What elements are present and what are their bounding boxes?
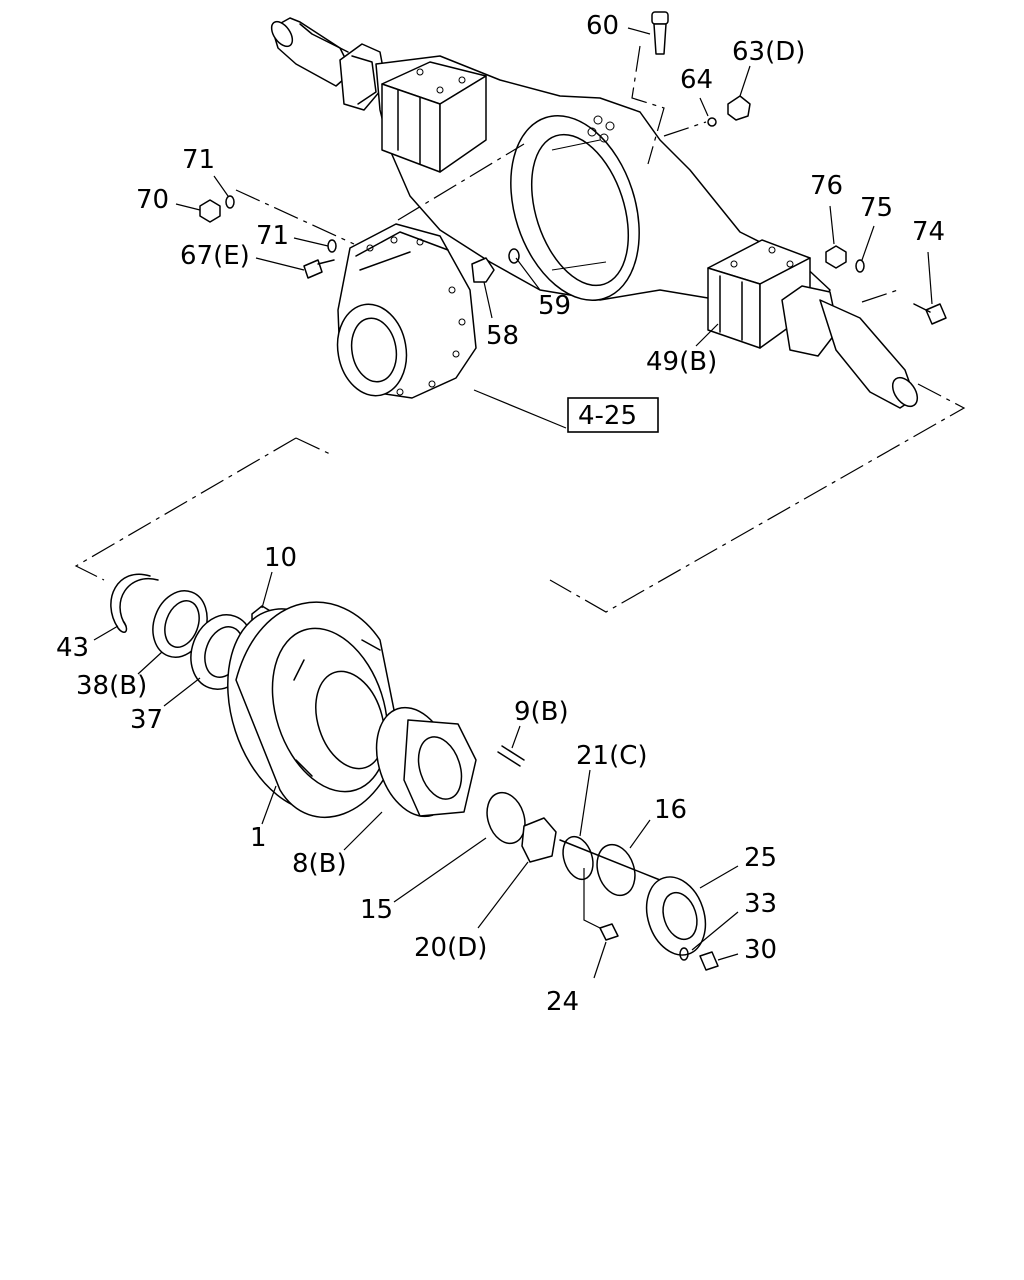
part-labels: 60 63(D) 64 71 70 71 67(E) 59 58 76 75 7… bbox=[56, 11, 945, 1017]
leader-lines bbox=[93, 27, 933, 979]
label-part-30: 30 bbox=[744, 935, 777, 965]
label-part-71-lower: 71 bbox=[256, 221, 289, 251]
label-part-8b: 8(B) bbox=[292, 849, 347, 879]
label-part-38b: 38(B) bbox=[76, 671, 147, 701]
label-part-58: 58 bbox=[486, 321, 519, 351]
label-part-15: 15 bbox=[360, 895, 393, 925]
axle-housing bbox=[270, 17, 919, 409]
differential-carrier bbox=[336, 223, 477, 399]
label-part-76: 76 bbox=[810, 171, 843, 201]
label-part-71-upper: 71 bbox=[182, 145, 215, 175]
label-part-9b: 9(B) bbox=[514, 697, 569, 727]
label-part-10: 10 bbox=[264, 543, 297, 573]
label-part-24: 24 bbox=[546, 987, 579, 1017]
label-part-21c: 21(C) bbox=[576, 741, 648, 771]
label-part-49b: 49(B) bbox=[646, 347, 717, 377]
label-part-16: 16 bbox=[654, 795, 687, 825]
label-part-64: 64 bbox=[680, 65, 713, 95]
label-part-43: 43 bbox=[56, 633, 89, 663]
label-part-70: 70 bbox=[136, 185, 169, 215]
label-part-25: 25 bbox=[744, 843, 777, 873]
label-part-1: 1 bbox=[250, 823, 267, 853]
upper-hardware bbox=[199, 11, 947, 325]
label-part-59: 59 bbox=[538, 291, 571, 321]
label-part-20d: 20(D) bbox=[414, 933, 487, 963]
center-lines bbox=[74, 45, 966, 613]
label-part-75: 75 bbox=[860, 193, 893, 223]
label-part-37: 37 bbox=[130, 705, 163, 735]
label-part-67e: 67(E) bbox=[180, 241, 250, 271]
label-part-33: 33 bbox=[744, 889, 777, 919]
hub-drum-assembly bbox=[110, 573, 719, 971]
reference-box bbox=[567, 397, 659, 433]
label-part-63d: 63(D) bbox=[732, 37, 805, 67]
label-part-74: 74 bbox=[912, 217, 945, 247]
label-part-60: 60 bbox=[586, 11, 619, 41]
reference-label: 4-25 bbox=[578, 401, 637, 431]
